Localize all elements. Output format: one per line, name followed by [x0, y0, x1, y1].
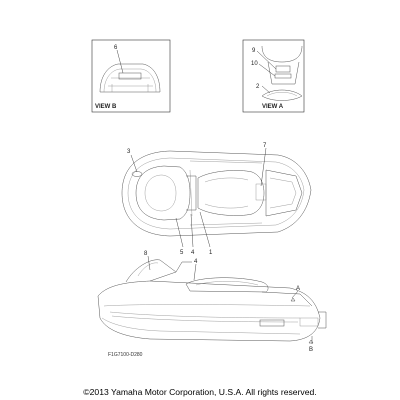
- top-seat: [197, 170, 265, 216]
- top-hood: [135, 165, 191, 221]
- view-a-mat-outline: [261, 89, 303, 101]
- callout-5: 5: [180, 250, 184, 256]
- drawing-code: F1G7100-D280: [108, 352, 143, 358]
- callout-3: 3: [127, 149, 131, 155]
- callout-10: 10: [251, 61, 258, 67]
- top-hull-outline: [121, 150, 312, 237]
- top-view-watercraft: 3 7 5 4 1: [121, 143, 312, 256]
- side-hood: [125, 259, 177, 283]
- callout-8: 8: [144, 251, 148, 257]
- side-hull-outline: [97, 280, 321, 342]
- callout-6: 6: [114, 45, 118, 51]
- side-seat: [185, 277, 269, 293]
- view-a-decal-10: [274, 73, 292, 79]
- side-decal-panel: [259, 319, 285, 327]
- copyright-notice: ©2013 Yamaha Motor Corporation, U.S.A. A…: [83, 387, 317, 397]
- view-a-hood-outline: [261, 45, 303, 63]
- view-b-part-outline: [99, 63, 161, 93]
- top-decal-3: [131, 171, 143, 177]
- top-rear-deck: [265, 169, 303, 217]
- callout-7: 7: [263, 143, 267, 149]
- side-view-watercraft: 8 4 A B: [97, 251, 327, 353]
- callout-2: 2: [256, 84, 260, 90]
- view-a-label: VIEW A: [262, 104, 284, 110]
- view-a-inset: 9 10 2 VIEW A: [242, 39, 305, 113]
- callout-a: A: [296, 286, 300, 292]
- callout-b: B: [309, 347, 313, 353]
- view-b-label: VIEW B: [95, 104, 117, 110]
- callout-1: 1: [209, 250, 213, 256]
- callout-4-side: 4: [194, 259, 198, 265]
- view-a-decal-9: [275, 65, 291, 73]
- view-a-frame: [242, 39, 305, 113]
- view-b-decal-6: [118, 72, 142, 80]
- view-b-frame: [91, 39, 171, 113]
- view-b-inset: 6 VIEW B: [91, 39, 171, 113]
- callout-4-top: 4: [191, 250, 195, 256]
- callout-9: 9: [252, 48, 256, 54]
